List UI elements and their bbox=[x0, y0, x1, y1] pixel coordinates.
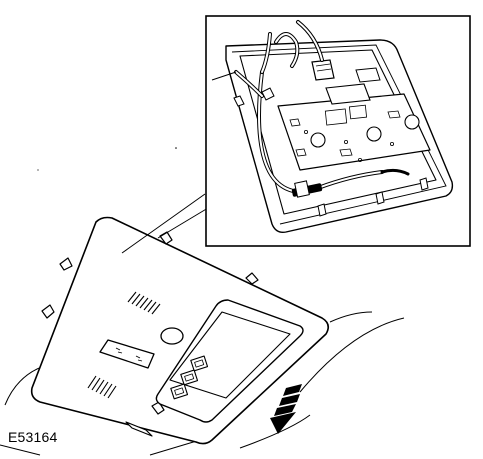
board-detail bbox=[289, 104, 401, 162]
detail-inset bbox=[205, 15, 471, 247]
bulb-socket bbox=[366, 126, 382, 142]
removal-direction-arrow bbox=[270, 384, 302, 434]
detail-leader-lines bbox=[121, 193, 209, 254]
clip bbox=[41, 304, 55, 319]
clip bbox=[59, 257, 73, 271]
bulb-socket bbox=[310, 132, 326, 148]
speaker-grille-upper bbox=[127, 291, 161, 315]
switch-button-inner bbox=[174, 387, 185, 396]
mounting-bracket bbox=[325, 83, 371, 105]
lens-mark bbox=[135, 355, 143, 362]
wiring-harness bbox=[234, 20, 410, 194]
mounting-bracket-tab bbox=[355, 67, 381, 83]
switch-button-inner bbox=[194, 359, 205, 368]
speaker-grille-lower bbox=[87, 375, 117, 399]
clip bbox=[151, 401, 165, 415]
housing-clips bbox=[233, 95, 429, 217]
lens-mark bbox=[115, 347, 123, 354]
switch-button-inner bbox=[184, 373, 195, 382]
cable-clip bbox=[261, 87, 275, 101]
clip bbox=[125, 421, 153, 437]
overhead-console bbox=[30, 216, 330, 445]
sensor-ring bbox=[160, 327, 184, 345]
clip bbox=[245, 272, 259, 285]
bulb-socket bbox=[404, 114, 420, 130]
figure-id-label: E53164 bbox=[8, 429, 58, 445]
lamp-lens bbox=[169, 311, 291, 399]
inline-connector-body bbox=[294, 180, 310, 198]
cable-end bbox=[211, 71, 237, 81]
